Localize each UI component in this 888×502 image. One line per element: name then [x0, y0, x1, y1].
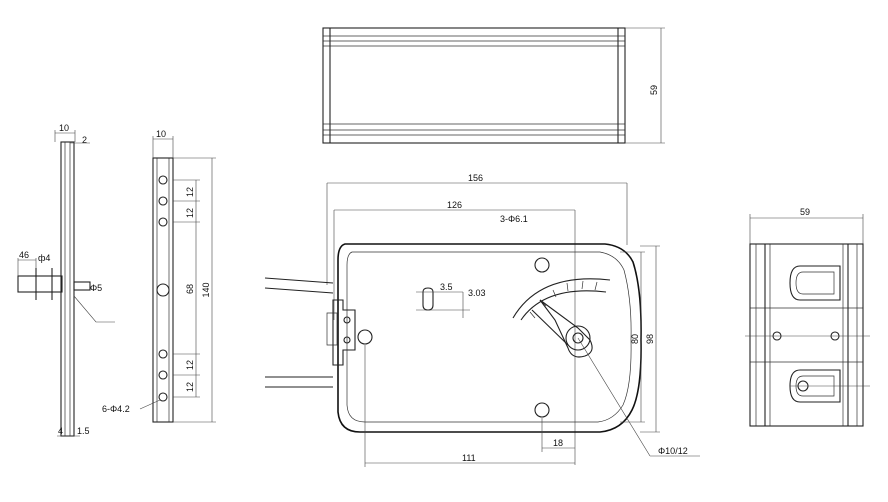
dim-side-46: 46	[19, 250, 29, 260]
dim-side-phi4: ф4	[38, 253, 50, 263]
dim-main-98: 98	[645, 334, 655, 344]
dim-bracket-12a: 12	[185, 187, 195, 197]
dim-bracket-12c: 12	[185, 360, 195, 370]
dim-bracket-140: 140	[201, 282, 211, 297]
dim-bracket-12b: 12	[185, 208, 195, 218]
dim-main-80: 80	[630, 334, 640, 344]
dim-side-10: 10	[59, 123, 69, 133]
dim-main-shaft: Φ10/12	[658, 446, 688, 456]
dim-main-holes: 3-Φ6.1	[500, 214, 528, 224]
dim-slot-3-5: 3.5	[440, 282, 453, 292]
dim-side-2: 2	[82, 135, 87, 145]
dim-main-126: 126	[447, 200, 462, 210]
side-view: 10 2 46 ф4 Φ5 4 1.5	[17, 123, 115, 437]
bracket-view: 10 12 12 68 12 12 140 6-Φ4.2	[102, 129, 216, 423]
right-view: 59	[745, 207, 870, 427]
dim-side-4: 4	[58, 426, 63, 436]
dim-bracket-68: 68	[185, 284, 195, 294]
top-view: 59	[322, 27, 665, 144]
dim-bracket-holes: 6-Φ4.2	[102, 404, 130, 414]
dim-bracket-12d: 12	[185, 382, 195, 392]
dim-bracket-10: 10	[156, 129, 166, 139]
dim-top-height: 59	[649, 85, 659, 95]
dim-main-156: 156	[468, 173, 483, 183]
dim-side-phi5: Φ5	[90, 283, 102, 293]
dim-main-111: 111	[462, 453, 476, 463]
main-view: 156 126 3-Φ6.1 3.5 3.03	[264, 173, 700, 467]
dim-side-1-5: 1.5	[77, 426, 90, 436]
dim-right-59: 59	[800, 207, 810, 217]
dim-main-18: 18	[553, 438, 563, 448]
dim-slot-3-03: 3.03	[468, 288, 486, 298]
